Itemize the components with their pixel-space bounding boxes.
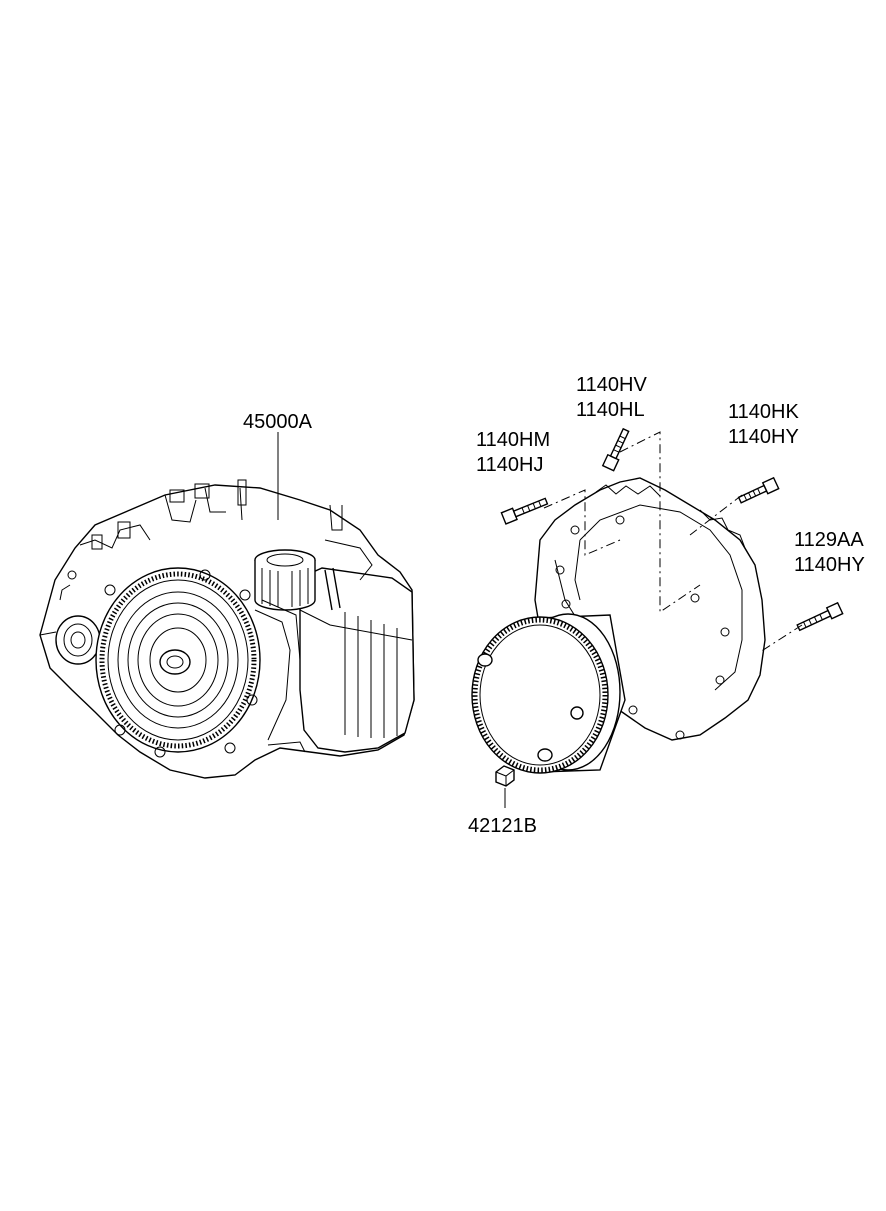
callout-45000a: 45000A <box>243 411 313 433</box>
bolt-icon <box>737 476 780 504</box>
bolt-icon <box>796 601 844 632</box>
bolt-icon <box>601 427 630 472</box>
callout-1140hj: 1140HJ <box>476 454 543 476</box>
nut-icon <box>495 765 515 787</box>
callout-1140hy: 1140HY <box>728 426 799 448</box>
callout-1140hv: 1140HV <box>576 374 647 396</box>
callout-1140hl: 1140HL <box>576 399 645 421</box>
callout-42121b: 42121B <box>468 815 537 837</box>
callout-1129aa: 1129AA <box>794 529 864 551</box>
callout-1140hm: 1140HM <box>476 429 550 451</box>
callout-1140hy-2: 1140HY <box>794 554 865 576</box>
transaxle-assembly-icon <box>39 479 415 779</box>
bolt-icon <box>500 497 549 525</box>
callout-1140hk: 1140HK <box>728 401 799 423</box>
leader-lines <box>277 431 803 808</box>
torque-converter-icon <box>471 613 626 774</box>
